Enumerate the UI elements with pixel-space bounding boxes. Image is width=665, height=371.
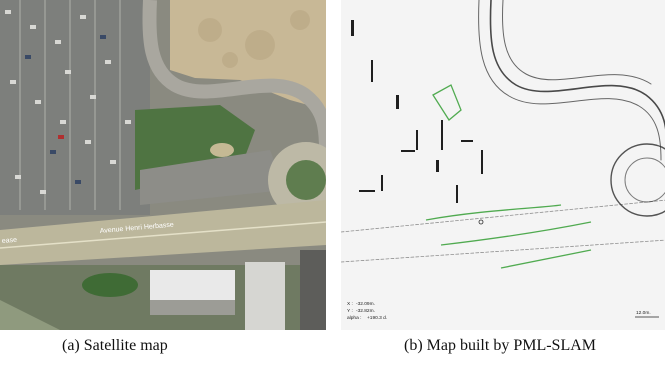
readout-alpha-label: alpha : [347,315,361,321]
parking-lot [0,0,150,215]
satellite-map-panel: Avenue Henri Herbasse ease [0,0,326,330]
trajectory [425,84,592,269]
readout-alpha-value: +190.3 d. [367,315,387,321]
slam-map-image: X : -32.09m. Y : -32.82m. alpha : +190.3… [341,0,665,330]
main-avenue [0,200,326,265]
readout-x-value: -32.09m. [356,301,375,307]
readout-x-label: X : [347,301,353,307]
street-label-left: ease [2,237,18,245]
access-road [142,0,326,151]
readout-y-value: -32.82m. [356,308,375,314]
slam-map-panel: X : -32.09m. Y : -32.82m. alpha : +190.3… [341,0,665,330]
satellite-map-image: Avenue Henri Herbasse ease [0,0,326,330]
building-roof-2 [245,262,285,330]
caption-a: (a) Satellite map [62,337,168,354]
readout-y-label: Y : [347,308,353,314]
caption-b: (b) Map built by PML-SLAM [404,337,596,354]
scale-label: 12.0m. [636,310,651,316]
